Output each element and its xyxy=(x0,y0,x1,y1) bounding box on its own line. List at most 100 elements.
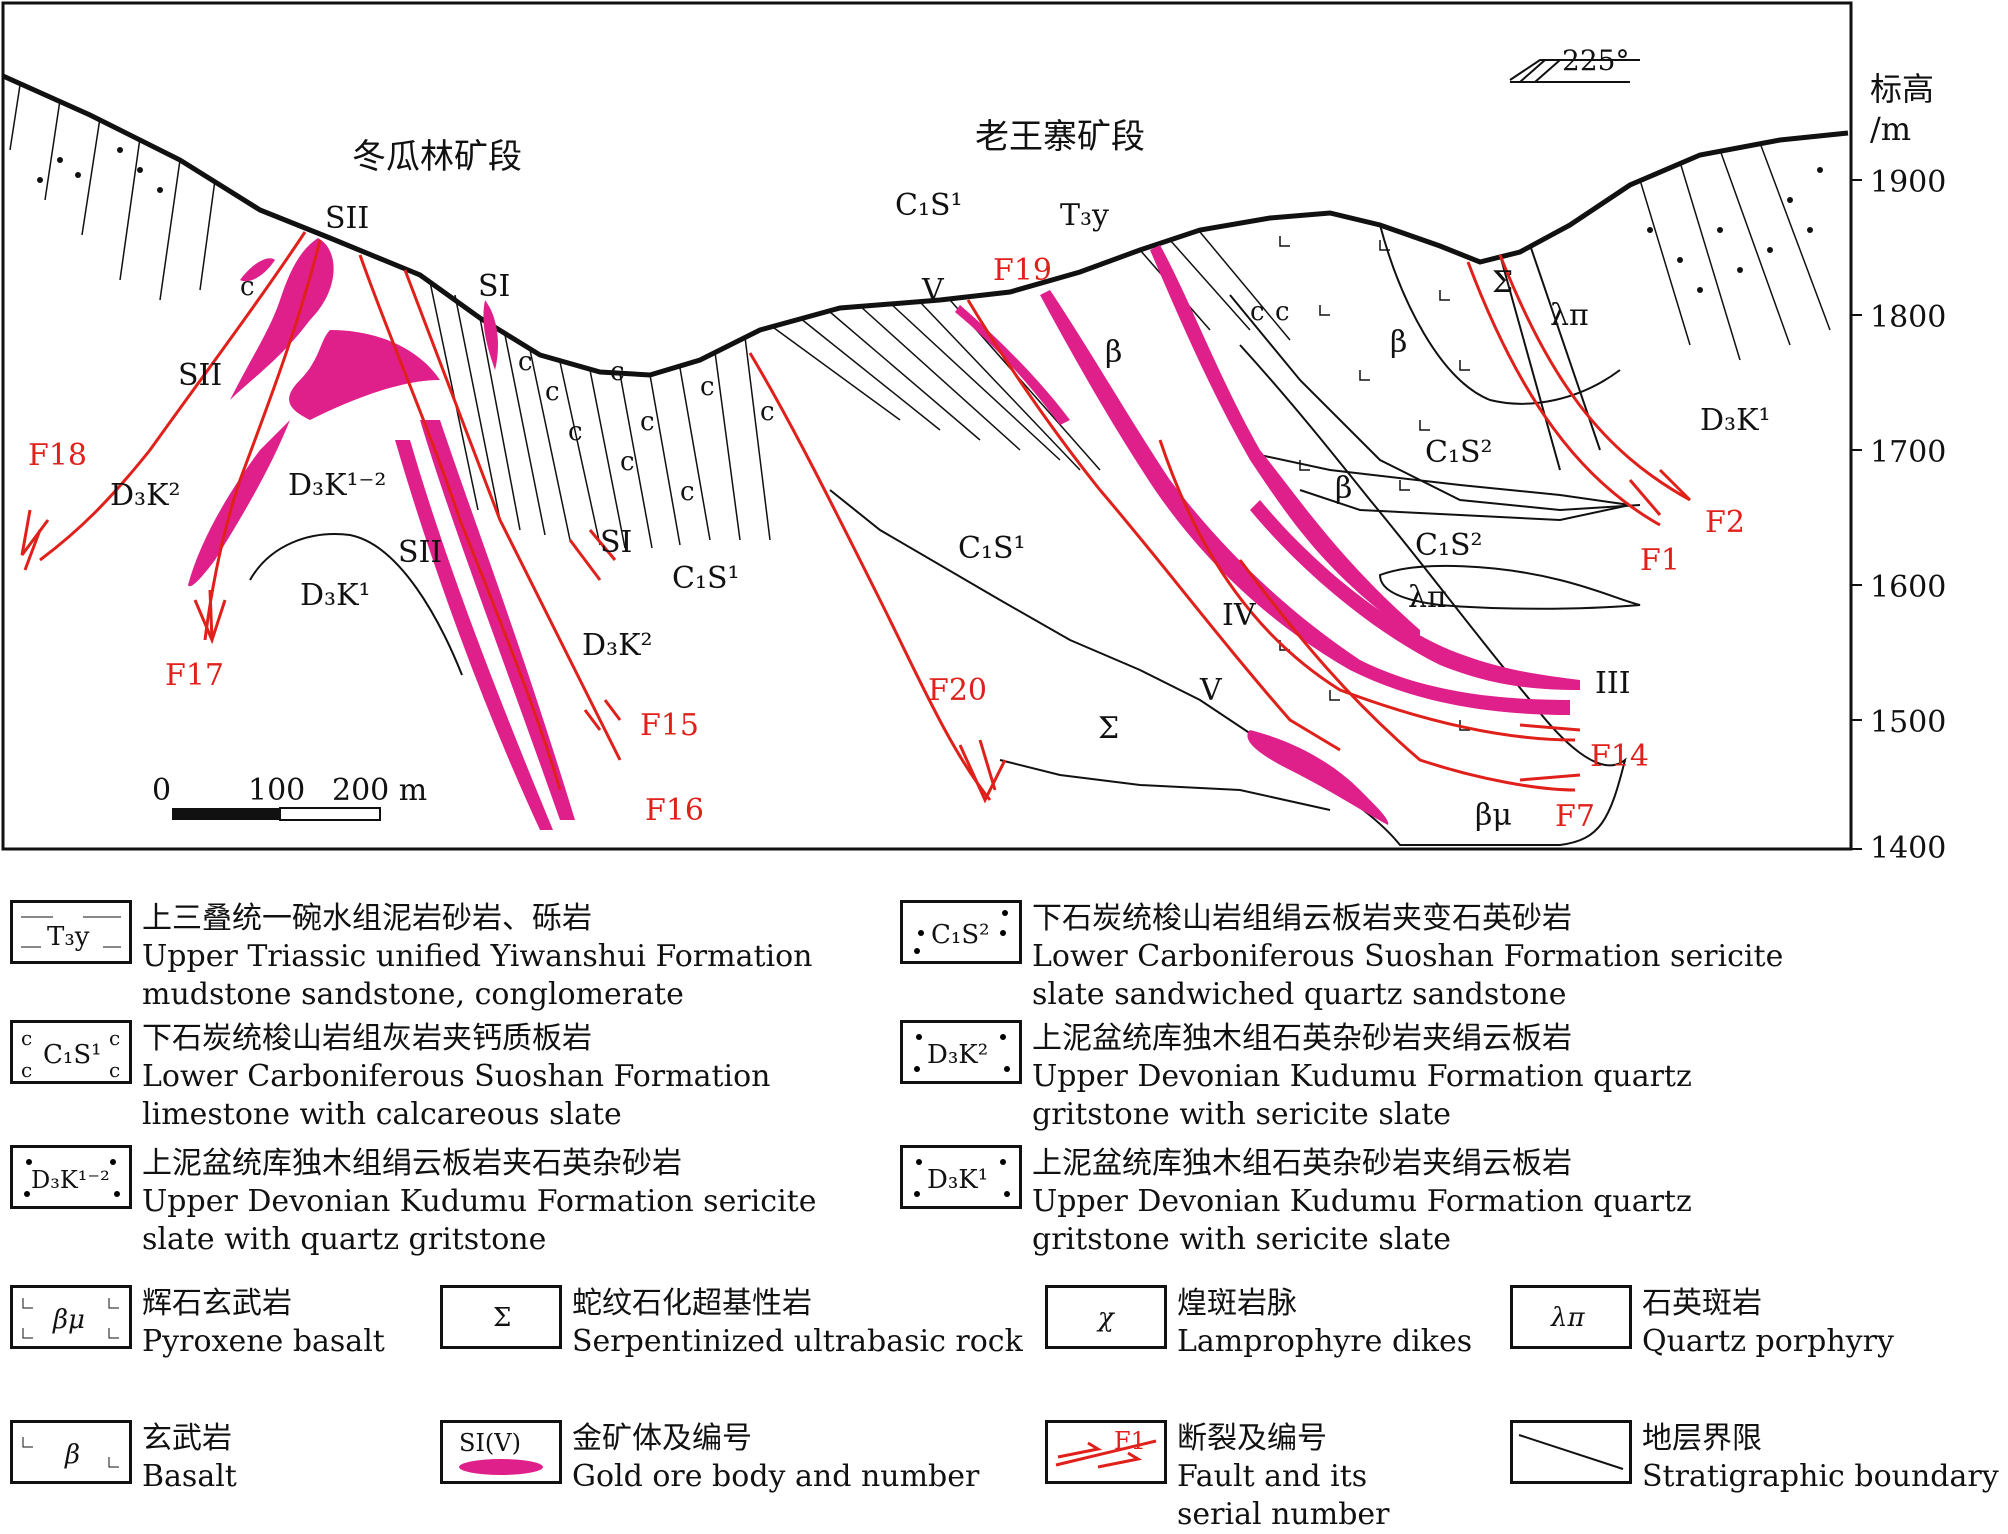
strata-label: C₁S² xyxy=(1415,528,1483,563)
legend-en: Lower Carboniferous Suoshan Formation xyxy=(142,1059,771,1094)
ore-label: SII xyxy=(178,358,222,393)
ore-label: SI xyxy=(478,269,510,304)
fault-label: F20 xyxy=(928,673,987,708)
svg-text:c: c xyxy=(610,357,625,387)
strata-label: C₁S¹ xyxy=(672,561,740,596)
strata-label: β xyxy=(1390,325,1407,360)
strata-label: C₁S¹ xyxy=(958,531,1026,566)
strata-label: D₃K¹ xyxy=(300,578,371,613)
ore-label: III xyxy=(1595,666,1631,701)
bedding-lines-east xyxy=(769,142,1831,471)
orientation-label: 225° xyxy=(1562,44,1629,77)
legend-symbol: T₃y xyxy=(47,922,90,952)
legend-swatch-basalt: β xyxy=(10,1420,132,1484)
legend-cn: 辉石玄武岩 xyxy=(142,1286,292,1321)
legend-cn: 玄武岩 xyxy=(142,1421,232,1456)
ore-body xyxy=(230,238,334,400)
strata-label: C₁S¹ xyxy=(895,188,963,223)
legend-swatch-d3k2: D₃K² xyxy=(900,1020,1022,1084)
basalt-marks xyxy=(1279,236,1470,731)
legend-en: gritstone with sericite slate xyxy=(1032,1222,1452,1257)
fault-line xyxy=(358,254,562,791)
elevation-tick: 1500 xyxy=(1870,705,1946,740)
strata-label: T₃y xyxy=(1060,198,1109,233)
ore-labels: SII SI SII SII SI V IV V III xyxy=(178,201,1631,708)
legend-swatch-lamprophyre: χ xyxy=(1045,1285,1167,1349)
legend-swatch-pyroxene-basalt: βμ xyxy=(10,1285,132,1349)
scale-zero: 0 xyxy=(152,773,171,808)
svg-text:c: c xyxy=(109,1026,120,1050)
legend-en: limestone with calcareous slate xyxy=(142,1097,622,1132)
svg-text:c: c xyxy=(700,372,715,402)
ore-label: V xyxy=(921,273,945,308)
ore-body xyxy=(955,305,1070,425)
ore-label: SII xyxy=(398,535,442,570)
legend-symbol: βμ xyxy=(52,1305,85,1335)
elevation-tick: 1700 xyxy=(1870,435,1946,470)
fault-label: F1 xyxy=(1640,543,1680,578)
svg-text:c: c xyxy=(109,1058,120,1081)
strata-label: D₃K² xyxy=(110,478,181,513)
strata-label: D₃K² xyxy=(582,628,653,663)
legend-en: serial number xyxy=(1177,1497,1390,1532)
stratigraphic-boundaries xyxy=(249,224,1641,846)
strata-label: D₃K¹⁻² xyxy=(288,468,386,503)
elevation-tick: 1900 xyxy=(1870,165,1946,200)
ore-body xyxy=(1040,290,1570,715)
section-frame xyxy=(1,1,1853,851)
legend-en: Upper Devonian Kudumu Formation quartz xyxy=(1032,1059,1692,1094)
legend-cn: 下石炭统梭山岩组绢云板岩夹变石英砂岩 xyxy=(1032,901,1572,936)
ore-label: SI xyxy=(600,525,632,560)
fault-label: F19 xyxy=(993,253,1052,288)
ore-body xyxy=(395,440,553,830)
legend-en: Upper Devonian Kudumu Formation quartz xyxy=(1032,1184,1692,1219)
fault-label: F17 xyxy=(165,658,224,693)
legend-symbol: Σ xyxy=(493,1303,511,1333)
legend-en: gritstone with sericite slate xyxy=(1032,1097,1452,1132)
strata-label: λπ xyxy=(1408,580,1447,615)
legend-en: mudstone sandstone, conglomerate xyxy=(142,977,684,1012)
legend-cn: 上三叠统一碗水组泥岩砂岩、砾岩 xyxy=(142,901,592,936)
strata-label: D₃K¹ xyxy=(1700,403,1771,438)
faults xyxy=(39,231,1691,801)
fault-label: F2 xyxy=(1705,505,1745,540)
legend-swatch-d3k1: D₃K¹ xyxy=(900,1145,1022,1209)
fault-line xyxy=(39,231,307,562)
strata-label: β xyxy=(1105,335,1122,370)
legend-en: slate sandwiched quartz sandstone xyxy=(1032,977,1567,1012)
ore-label: V xyxy=(1199,673,1223,708)
lithology-dots xyxy=(37,147,1823,293)
legend-symbol: β xyxy=(64,1440,80,1470)
fault-labels: F18 F17 F15 F16 F19 F20 F14 F7 F1 F2 xyxy=(28,253,1745,834)
scale-mid: 100 xyxy=(248,773,305,808)
fault-line xyxy=(1158,439,1576,742)
svg-text:c: c xyxy=(1275,297,1290,327)
svg-text:c: c xyxy=(1250,297,1265,327)
strata-label: C₁S² xyxy=(1425,435,1493,470)
legend-cn: 煌斑岩脉 xyxy=(1177,1286,1297,1321)
svg-text:c: c xyxy=(620,447,635,477)
elevation-tick: 1600 xyxy=(1870,570,1946,605)
topographic-surface xyxy=(1,73,1849,378)
elevation-title: 标高 xyxy=(1870,70,1934,108)
legend-en: Upper Devonian Kudumu Formation sericite xyxy=(142,1184,817,1219)
legend-cn: 蛇纹石化超基性岩 xyxy=(572,1286,812,1321)
fault-label: F15 xyxy=(640,708,699,743)
svg-text:c: c xyxy=(568,417,583,447)
strata-label: βμ xyxy=(1475,798,1512,833)
fault-line xyxy=(1466,261,1661,527)
legend-cn: 断裂及编号 xyxy=(1177,1421,1327,1456)
fault-label: F14 xyxy=(1590,739,1649,774)
ore-label: IV xyxy=(1222,598,1257,633)
elevation-axis xyxy=(1851,179,1862,850)
